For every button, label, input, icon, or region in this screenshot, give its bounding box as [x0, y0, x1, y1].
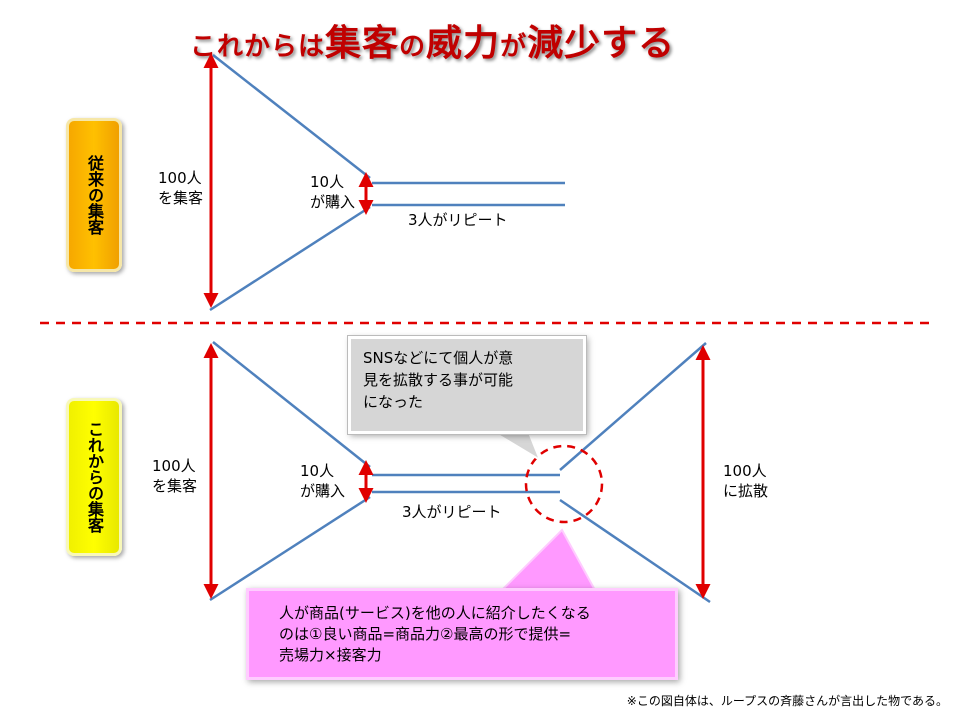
sns-callout-tail [486, 429, 543, 463]
spread-top-line [559, 342, 707, 471]
old-funnel-top-line [212, 54, 371, 179]
old-buy-line-1: 10人 [310, 173, 345, 191]
new-buy-line-1: 10人 [300, 462, 335, 480]
spread-line-2: に拡散 [723, 482, 769, 500]
product-callout-tail [497, 528, 598, 593]
product-callout: 人が商品(サービス)を他の人に紹介したくなる のは①良い商品=商品力②最高の形で… [246, 588, 678, 680]
new-funnel-top-line [212, 341, 371, 468]
sns-callout-line-1: SNSなどにて個人が意 [363, 349, 514, 367]
highlight-circle [524, 444, 604, 524]
new-method-label: これからの集客 [66, 398, 122, 556]
new-collect-line-2: を集客 [152, 477, 198, 495]
old-method-label: 従来の集客 [66, 118, 122, 272]
spread-text: 100人 に拡散 [723, 461, 768, 501]
new-collect-line-1: 100人 [152, 457, 196, 475]
old-collect-line-1: 100人 [158, 169, 202, 187]
old-buy-line-2: が購入 [310, 193, 356, 211]
sns-callout: SNSなどにて個人が意 見を拡散する事が可能 になった [348, 336, 586, 434]
title-part-5: が [500, 32, 528, 62]
product-callout-line-1: 人が商品(サービス)を他の人に紹介したくなる [279, 604, 591, 622]
new-collect-text: 100人 を集客 [152, 456, 197, 496]
new-repeat-text: 3人がリピート [402, 503, 502, 521]
title-part-4: 威力 [426, 23, 501, 64]
new-funnel-bottom-line [209, 495, 371, 602]
footnote: ※この図自体は、ループスの斉藤さんが言出した物である。 [626, 694, 948, 708]
old-collect-text: 100人 を集客 [158, 168, 203, 208]
title-part-6: 減少する [527, 23, 676, 64]
old-collect-line-2: を集客 [158, 189, 204, 207]
spread-bottom-line [559, 498, 711, 604]
sns-callout-line-3: になった [363, 393, 424, 411]
product-callout-line-3: 売場力×接客力 [279, 646, 382, 664]
new-buy-line-2: が購入 [300, 482, 346, 500]
old-repeat-text: 3人がリピート [408, 211, 508, 229]
old-buy-text: 10人 が購入 [310, 172, 355, 212]
product-callout-line-2: のは①良い商品=商品力②最高の形で提供= [279, 625, 572, 643]
spread-line-1: 100人 [723, 462, 767, 480]
old-funnel-bottom-line [209, 205, 371, 312]
sns-callout-line-2: 見を拡散する事が可能 [363, 371, 514, 389]
page-title: これからは集客の威力が減少する [190, 14, 770, 64]
title-part-2: 集客 [325, 23, 400, 64]
title-part-3: の [399, 32, 427, 62]
new-buy-text: 10人 が購入 [300, 461, 345, 501]
